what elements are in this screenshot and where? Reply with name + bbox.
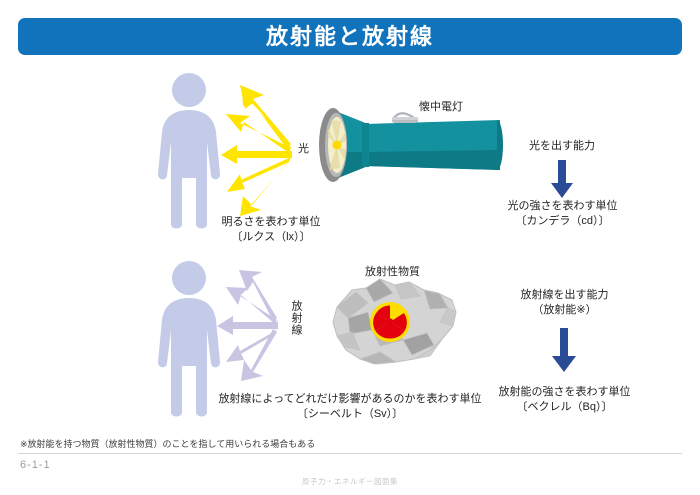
flashlight-label: 懐中電灯 bbox=[419, 101, 463, 113]
radioactive-material-label: 放射性物質 bbox=[365, 266, 420, 278]
footnote: ※放射能を持つ物質（放射性物質）のことを指して用いられる場合もある bbox=[20, 439, 316, 449]
candela-unit-line1: 光の強さを表わす単位 bbox=[507, 200, 618, 212]
page-title: 放射能と放射線 bbox=[265, 23, 434, 49]
sievert-unit-line2: 〔シーベルト（Sv）〕 bbox=[296, 408, 404, 420]
rock-body bbox=[332, 278, 457, 365]
title-banner: 放射能と放射線 bbox=[18, 18, 682, 55]
candela-unit-line2: 〔カンデラ（cd）〕 bbox=[515, 215, 610, 227]
light-arrow bbox=[221, 85, 292, 216]
lux-unit-line1: 明るさを表わす単位 bbox=[221, 216, 321, 228]
trefoil-circle bbox=[370, 302, 410, 342]
lux-unit-line2: 〔ルクス（lx）〕 bbox=[231, 231, 311, 243]
person-silhouette-top bbox=[157, 73, 221, 229]
page-number: 6-1-1 bbox=[20, 459, 51, 471]
person-silhouette-bottom bbox=[157, 261, 221, 417]
radiation-ability-line2: （放射能※） bbox=[532, 304, 597, 316]
candela-unit-caption: 光の強さを表わす単位 〔カンデラ（cd）〕 bbox=[495, 199, 630, 229]
light-label: 光 bbox=[298, 143, 309, 155]
radiation-label: 放射線 bbox=[290, 300, 302, 336]
light-ability-label: 光を出す能力 bbox=[497, 139, 627, 154]
sievert-unit-line1: 放射線によってどれだけ影響があるのかを表わす単位 bbox=[218, 393, 482, 405]
becquerel-unit-line2: 〔ベクレル（Bq）〕 bbox=[516, 401, 613, 413]
radiation-ability-label: 放射線を出す能力 （放射能※） bbox=[497, 288, 632, 318]
down-arrow-top bbox=[551, 160, 573, 198]
becquerel-unit-caption: 放射能の強さを表わす単位 〔ベクレル（Bq）〕 bbox=[492, 385, 637, 415]
becquerel-unit-line1: 放射能の強さを表わす単位 bbox=[498, 386, 631, 398]
footer-divider bbox=[18, 453, 682, 454]
down-arrow-bottom bbox=[552, 328, 576, 372]
lux-unit-caption: 明るさを表わす単位 〔ルクス（lx）〕 bbox=[196, 215, 346, 245]
radiation-ability-line1: 放射線を出す能力 bbox=[520, 289, 609, 301]
light-ability-text: 光を出す能力 bbox=[529, 140, 595, 152]
footer-credit: 原子力・エネルギー図面集 bbox=[302, 477, 398, 486]
sievert-unit-caption: 放射線によってどれだけ影響があるのかを表わす単位 〔シーベルト（Sv）〕 bbox=[180, 392, 520, 422]
trefoil-icon bbox=[373, 305, 407, 339]
